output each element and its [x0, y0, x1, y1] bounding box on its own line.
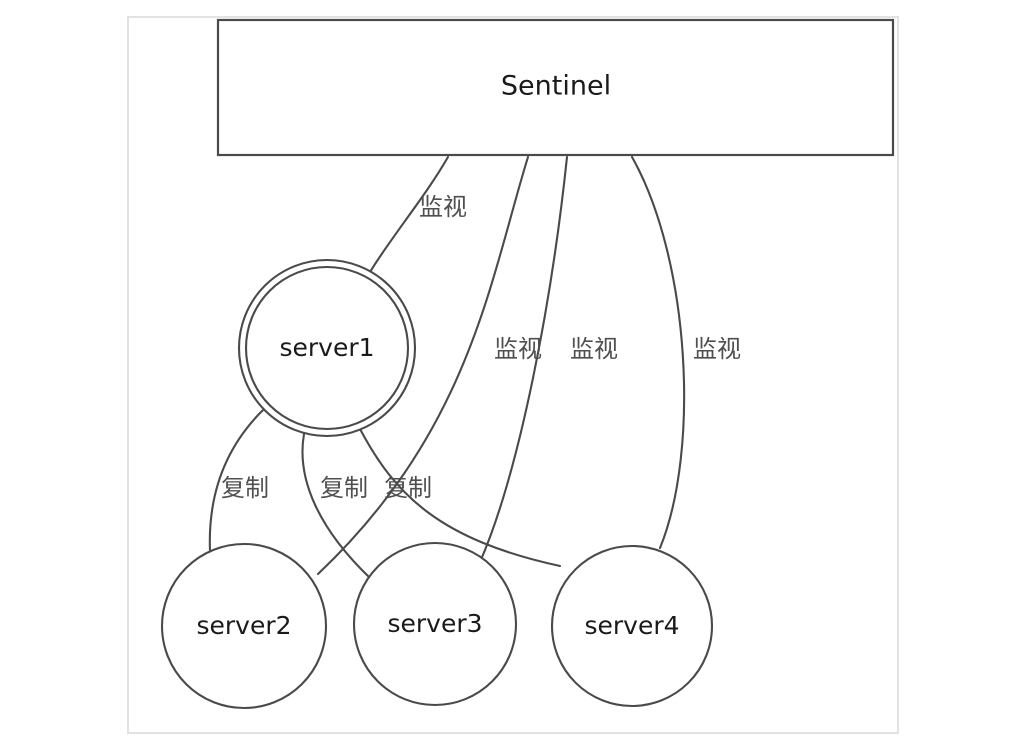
edge-label-sentinel-server2: 监视: [494, 335, 542, 363]
server3-label: server3: [387, 609, 482, 638]
edge-labels-group: 监视 监视 监视 监视 复制 复制 复制: [221, 193, 741, 502]
edge-label-server1-server3: 复制: [320, 474, 368, 502]
edge-label-sentinel-server4: 监视: [693, 335, 741, 363]
edge-sentinel-server3: [478, 155, 569, 564]
edge-label-server1-server4: 复制: [384, 474, 432, 502]
edge-sentinel-server4: [630, 155, 686, 550]
edge-sentinel-server2: [316, 155, 530, 576]
server4-circle[interactable]: [550, 544, 714, 708]
server2-label: server2: [196, 611, 291, 640]
edge-server1-server3: [301, 432, 372, 580]
edge-server1-server2: [208, 407, 266, 553]
node-server4[interactable]: server4: [550, 544, 714, 708]
edge-label-sentinel-server3: 监视: [570, 335, 618, 363]
edges-group: [208, 155, 686, 580]
server1-label: server1: [279, 333, 374, 362]
node-server3[interactable]: server3: [352, 541, 518, 707]
node-server2[interactable]: server2: [160, 542, 328, 710]
server2-circle[interactable]: [160, 542, 328, 710]
sentinel-label: Sentinel: [501, 71, 611, 102]
sentinel-box[interactable]: [216, 18, 895, 157]
edge-label-server1-server2: 复制: [221, 474, 269, 502]
node-server1[interactable]: server1: [237, 258, 417, 438]
server1-inner-circle[interactable]: [244, 265, 410, 431]
edge-label-sentinel-server1: 监视: [419, 193, 467, 221]
edge-server1-server4: [358, 427, 562, 568]
node-sentinel[interactable]: Sentinel: [216, 18, 895, 157]
server4-label: server4: [584, 611, 679, 640]
edge-sentinel-server1: [368, 155, 450, 274]
server3-circle[interactable]: [352, 541, 518, 707]
